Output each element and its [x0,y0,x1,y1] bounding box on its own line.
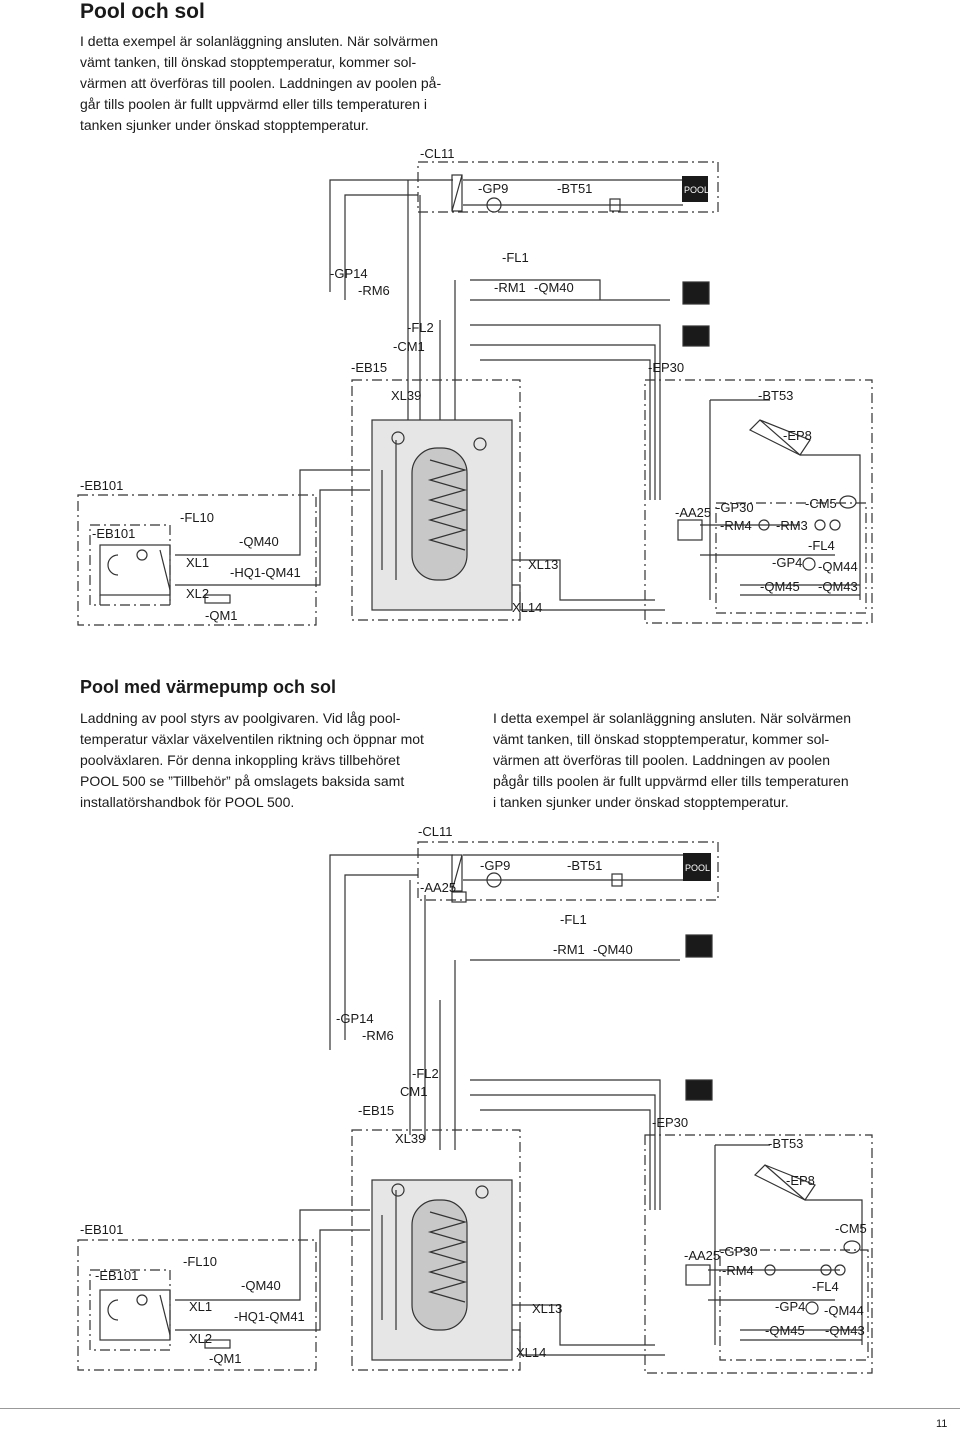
svg-text:-GP30: -GP30 [716,500,754,515]
svg-text:-GP4: -GP4 [775,1299,805,1314]
svg-text:-GP14: -GP14 [336,1011,374,1026]
footer-divider [0,1408,960,1409]
svg-text:-EP8: -EP8 [786,1173,815,1188]
svg-text:-QM44: -QM44 [824,1303,864,1318]
svg-text:-QM1: -QM1 [209,1351,242,1366]
svg-text:-QM40: -QM40 [239,534,279,549]
svg-text:-GP4: -GP4 [772,555,802,570]
svg-text:-AA25: -AA25 [420,880,456,895]
svg-text:-HQ1-QM41: -HQ1-QM41 [234,1309,305,1324]
svg-text:-RM6: -RM6 [362,1028,394,1043]
svg-text:-EB101: -EB101 [92,526,135,541]
svg-text:-QM40: -QM40 [534,280,574,295]
svg-text:-HQ1-QM41: -HQ1-QM41 [230,565,301,580]
svg-text:XL14: XL14 [512,600,542,615]
svg-text:-FL1: -FL1 [560,912,587,927]
svg-text:-BT53: -BT53 [758,388,793,403]
svg-text:-EP30: -EP30 [648,360,684,375]
svg-text:XL13: XL13 [528,557,558,572]
svg-text:-BT53: -BT53 [768,1136,803,1151]
svg-text:-GP9: -GP9 [478,181,508,196]
svg-text:-AA25: -AA25 [675,505,711,520]
svg-text:-EB101: -EB101 [95,1268,138,1283]
svg-text:-FL1: -FL1 [502,250,529,265]
svg-text:XL2: XL2 [189,1331,212,1346]
svg-text:-AA25: -AA25 [684,1248,720,1263]
svg-text:-QM45: -QM45 [765,1323,805,1338]
section-title-pool-med-varmepump: Pool med värmepump och sol [80,677,337,697]
section2-left-paragraph: Laddning av pool styrs av poolgivaren. V… [80,710,424,810]
svg-text:-EB101: -EB101 [80,1222,123,1237]
svg-text:-BT51: -BT51 [557,181,592,196]
svg-text:-EB15: -EB15 [351,360,387,375]
svg-text:-FL10: -FL10 [183,1254,217,1269]
svg-text:POOL: POOL [685,863,710,873]
svg-text:-FL2: -FL2 [407,320,434,335]
svg-text:-FL10: -FL10 [180,510,214,525]
svg-text:-GP14: -GP14 [330,266,368,281]
svg-text:XL14: XL14 [516,1345,546,1360]
svg-text:-CM5: -CM5 [805,496,837,511]
svg-text:-RM1: -RM1 [553,942,585,957]
svg-text:-EB101: -EB101 [80,478,123,493]
svg-text:-GP9: -GP9 [480,858,510,873]
svg-text:XL2: XL2 [186,586,209,601]
label-cl11: -CL11 [420,146,454,161]
svg-text:-RM3: -RM3 [776,518,808,533]
pool-solar-schematic-1: POOL -CL11 -GP9 -BT51 -GP14 -RM6 -FL1 -R… [77,146,873,626]
svg-text:-CM5: -CM5 [835,1221,867,1236]
svg-text:-RM4: -RM4 [722,1263,754,1278]
section1-paragraph: I detta exempel är solanläggning anslute… [80,33,442,133]
svg-text:-EP8: -EP8 [783,428,812,443]
svg-text:-EP30: -EP30 [652,1115,688,1130]
svg-text:-QM43: -QM43 [818,579,858,594]
svg-text:-RM1: -RM1 [494,280,526,295]
svg-text:-QM40: -QM40 [241,1278,281,1293]
svg-text:-GP30: -GP30 [720,1244,758,1259]
svg-text:-QM43: -QM43 [825,1323,865,1338]
svg-text:-CM1: -CM1 [393,339,425,354]
svg-text:-RM6: -RM6 [358,283,390,298]
svg-text:-FL4: -FL4 [812,1279,839,1294]
page-number: 11 [936,1418,948,1430]
svg-text:-FL4: -FL4 [808,538,835,553]
svg-text:-EB15: -EB15 [358,1103,394,1118]
svg-text:-RM4: -RM4 [720,518,752,533]
svg-text:XL1: XL1 [186,555,209,570]
svg-text:XL1: XL1 [189,1299,212,1314]
pool-box [682,176,708,202]
svg-text:-CL11: -CL11 [418,824,452,839]
svg-text:CM1: CM1 [400,1084,427,1099]
section-title-pool-och-sol: Pool och sol [80,0,205,23]
pool-box-2 [683,853,711,881]
svg-text:-QM44: -QM44 [818,559,858,574]
svg-text:XL39: XL39 [395,1131,425,1146]
svg-text:-QM45: -QM45 [760,579,800,594]
svg-text:POOL: POOL [684,185,709,195]
svg-text:-QM40: -QM40 [593,942,633,957]
svg-text:-BT51: -BT51 [567,858,602,873]
svg-text:-QM1: -QM1 [205,608,238,623]
svg-text:XL13: XL13 [532,1301,562,1316]
section2-right-paragraph: I detta exempel är solanläggning anslute… [493,710,851,810]
pool-heatpump-solar-schematic-2: POOL -CL11 -AA25 -GP9 -BT51 -FL1 -RM1 -Q… [77,824,873,1374]
svg-text:XL39: XL39 [391,388,421,403]
svg-text:-FL2: -FL2 [412,1066,439,1081]
